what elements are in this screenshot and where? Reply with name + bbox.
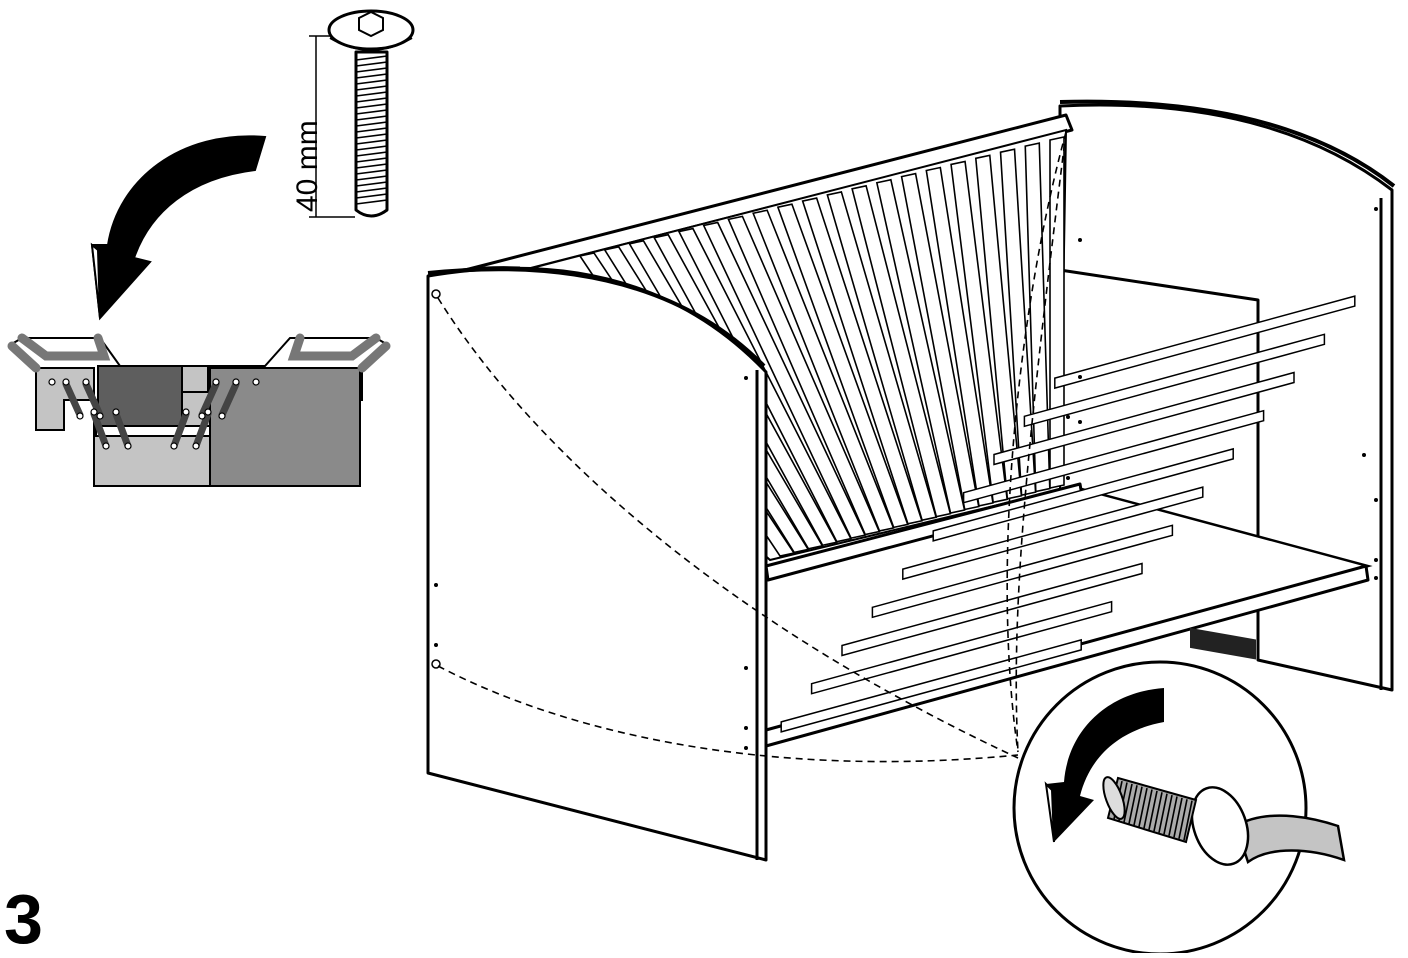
bed-slat <box>993 371 1295 466</box>
right-end-panel <box>1058 103 1394 692</box>
tool-tray-icon <box>7 333 391 487</box>
bed-slat <box>1023 333 1326 428</box>
rotate-arrow-icon <box>90 135 267 321</box>
bed-slat <box>810 600 1113 695</box>
front-end-panel <box>426 266 768 862</box>
crib-bar <box>1049 136 1065 489</box>
bed-slat <box>780 638 1082 733</box>
bed-slat <box>902 486 1204 581</box>
bolt-icon <box>309 9 415 218</box>
bed-slat <box>962 409 1265 504</box>
allen-key-icon <box>1234 814 1346 865</box>
bolt-zoom-detail <box>1012 660 1346 953</box>
bolt-length-label: 40 mm <box>291 120 324 212</box>
bed-frame <box>426 99 1396 862</box>
bed-slat <box>1054 295 1356 390</box>
bed-slats <box>780 295 1356 733</box>
step-number: 3 <box>4 880 43 958</box>
bed-slat <box>841 562 1143 657</box>
bed-slat <box>871 524 1174 619</box>
